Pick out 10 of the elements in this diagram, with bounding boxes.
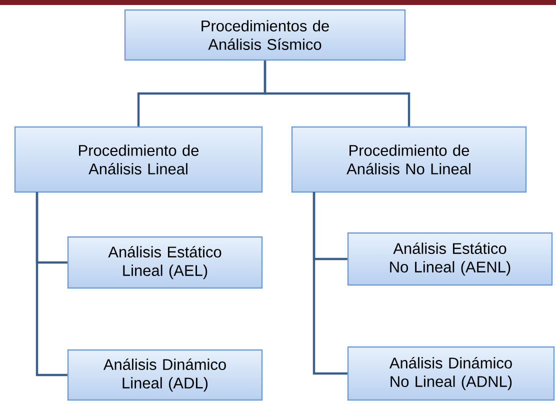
process-box: Análisis Dinámico Lineal (ADL) xyxy=(67,349,263,401)
connector-line xyxy=(36,192,68,376)
process-box: Análisis Estático No Lineal (AENL) xyxy=(347,232,553,286)
connector-line xyxy=(264,60,410,126)
process-box: Procedimiento de Análisis Lineal xyxy=(14,126,263,193)
process-box: Procedimientos de Análisis Sísmico xyxy=(124,9,406,61)
process-box: Procedimiento de Análisis No Lineal xyxy=(291,126,527,193)
process-box: Análisis Estático Lineal (AEL) xyxy=(67,236,263,289)
process-box: Análisis Dinámico No Lineal (ADNL) xyxy=(347,346,555,401)
connector-line xyxy=(312,192,348,375)
